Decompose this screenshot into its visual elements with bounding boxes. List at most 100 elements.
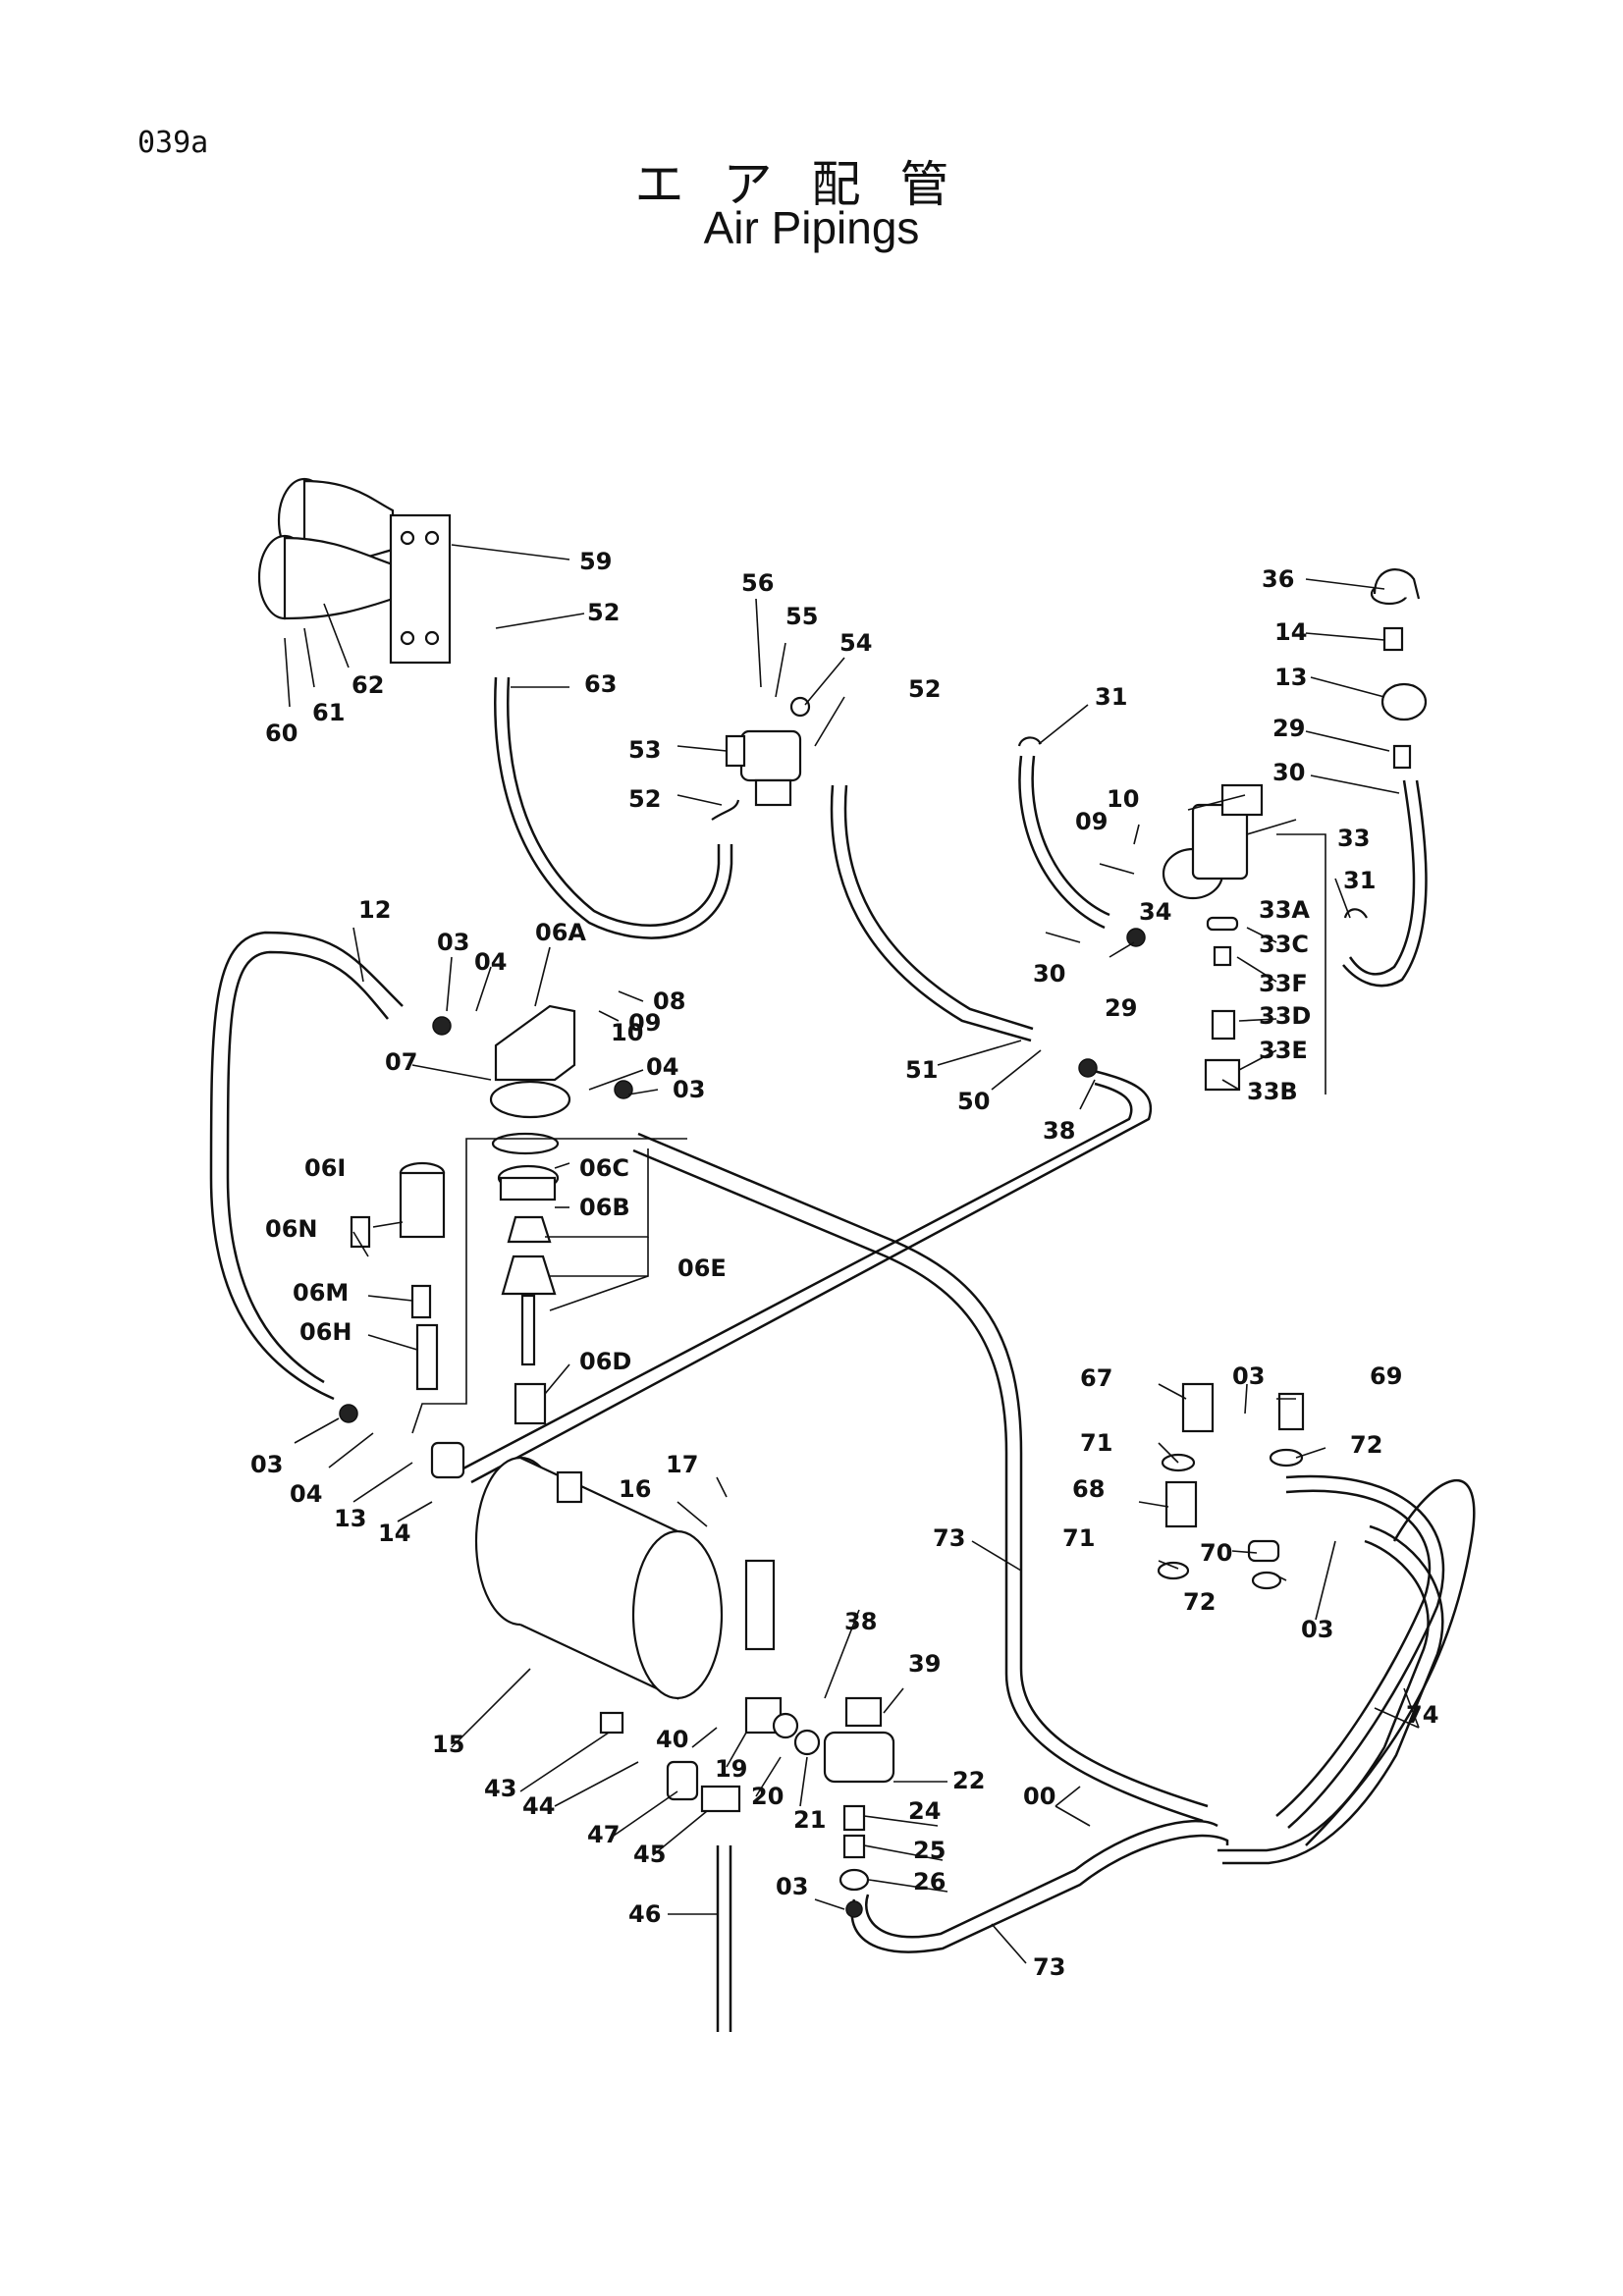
callout-label: 52 bbox=[908, 675, 941, 703]
callout-label: 40 bbox=[656, 1726, 688, 1753]
callout-label: 33E bbox=[1259, 1037, 1308, 1064]
air-tank bbox=[474, 1456, 776, 1700]
callout-label: 14 bbox=[378, 1520, 410, 1547]
callout-label: 44 bbox=[522, 1792, 555, 1820]
callout-label: 07 bbox=[385, 1048, 417, 1076]
callout-label: 59 bbox=[579, 548, 612, 575]
callout-label: 62 bbox=[352, 671, 384, 699]
callout-label: 12 bbox=[358, 896, 391, 924]
callout-label: 73 bbox=[933, 1524, 965, 1552]
callout-label: 03 bbox=[1301, 1616, 1333, 1643]
callout-label: 33B bbox=[1247, 1078, 1298, 1105]
callout-label: 47 bbox=[587, 1821, 620, 1848]
leader-lines bbox=[284, 544, 1420, 1964]
callout-label: 25 bbox=[913, 1837, 946, 1864]
callout-label: 33F bbox=[1259, 970, 1308, 997]
callout-label: 15 bbox=[432, 1731, 464, 1758]
callout-label: 04 bbox=[646, 1053, 678, 1081]
callout-label: 10 bbox=[611, 1019, 643, 1046]
callout-label: 19 bbox=[715, 1755, 747, 1783]
callout-label: 52 bbox=[628, 785, 661, 813]
callout-label: 06B bbox=[579, 1194, 630, 1221]
pressure-switch bbox=[823, 1731, 895, 1892]
callout-label: 33D bbox=[1259, 1002, 1311, 1030]
callout-label: 17 bbox=[666, 1451, 698, 1478]
callout-label: 03 bbox=[673, 1076, 705, 1103]
callout-label: 03 bbox=[776, 1873, 808, 1900]
callout-label: 06I bbox=[304, 1154, 346, 1182]
callout-label: 03 bbox=[1232, 1362, 1265, 1390]
callout-label: 68 bbox=[1072, 1475, 1105, 1503]
fittings bbox=[339, 568, 1428, 1918]
title-japanese: エア配管 bbox=[634, 156, 989, 213]
callout-label: 06A bbox=[535, 919, 586, 946]
callout-label: 46 bbox=[628, 1900, 661, 1928]
callout-label: 31 bbox=[1343, 867, 1376, 894]
callout-label: 63 bbox=[584, 670, 617, 698]
callout-label: 16 bbox=[619, 1475, 651, 1503]
callout-label: 09 bbox=[1075, 808, 1108, 835]
callout-label: 55 bbox=[785, 603, 818, 630]
callout-label: 60 bbox=[265, 720, 298, 747]
callout-label: 38 bbox=[1043, 1117, 1075, 1145]
parts bbox=[257, 477, 1428, 1918]
callout-label: 38 bbox=[844, 1608, 877, 1635]
callout-label: 72 bbox=[1350, 1431, 1382, 1459]
callout-label: 22 bbox=[952, 1767, 985, 1794]
callout-label: 21 bbox=[793, 1806, 826, 1834]
callout-label: 06E bbox=[677, 1255, 727, 1282]
callout-label: 43 bbox=[484, 1775, 516, 1802]
callout-label: 03 bbox=[437, 929, 469, 956]
callout-label: 10 bbox=[1107, 785, 1139, 813]
air-filter bbox=[350, 1004, 576, 1425]
callout-label: 51 bbox=[905, 1056, 938, 1084]
callout-label: 71 bbox=[1062, 1524, 1095, 1552]
callout-label: 13 bbox=[334, 1505, 366, 1532]
callout-label: 06H bbox=[299, 1318, 352, 1346]
callout-label: 34 bbox=[1139, 898, 1171, 926]
callout-label: 56 bbox=[741, 569, 774, 597]
callout-label: 69 bbox=[1370, 1362, 1402, 1390]
callout-label: 03 bbox=[250, 1451, 283, 1478]
horn-assembly bbox=[257, 477, 452, 665]
callout-label: 52 bbox=[587, 599, 620, 626]
callout-label: 45 bbox=[633, 1841, 666, 1868]
solenoid-valve bbox=[725, 696, 811, 807]
callout-label: 09 bbox=[628, 1009, 661, 1037]
callout-label: 20 bbox=[751, 1783, 784, 1810]
callout-label: 72 bbox=[1183, 1588, 1216, 1616]
callout-label: 00 bbox=[1023, 1783, 1055, 1810]
pipes bbox=[209, 676, 1476, 2032]
callout-label: 74 bbox=[1406, 1701, 1438, 1729]
callout-label: 14 bbox=[1274, 618, 1307, 646]
title-english: Air Pipings bbox=[703, 202, 920, 253]
pressure-regulator bbox=[1162, 783, 1264, 1092]
callout-label: 61 bbox=[312, 699, 345, 726]
callout-label: 50 bbox=[957, 1088, 990, 1115]
callout-label: 26 bbox=[913, 1868, 946, 1896]
callout-label: 33C bbox=[1259, 931, 1309, 958]
callout-label: 39 bbox=[908, 1650, 941, 1678]
callout-label: 73 bbox=[1033, 1953, 1065, 1981]
callout-label: 04 bbox=[290, 1480, 322, 1508]
callout-labels: 59 52 63 62 61 60 56 55 54 53 52 52 31 3… bbox=[250, 548, 1438, 1981]
callout-label: 06D bbox=[579, 1348, 631, 1375]
callout-label: 13 bbox=[1274, 664, 1307, 691]
callout-label: 04 bbox=[474, 948, 507, 976]
callout-label: 36 bbox=[1262, 565, 1294, 593]
callout-label: 24 bbox=[908, 1797, 941, 1825]
callout-label: 30 bbox=[1033, 960, 1065, 988]
callout-label: 30 bbox=[1272, 759, 1305, 786]
callout-label: 53 bbox=[628, 736, 661, 764]
callout-label: 06M bbox=[293, 1279, 349, 1307]
callout-label: 71 bbox=[1080, 1429, 1112, 1457]
callout-label: 06N bbox=[265, 1215, 317, 1243]
callout-label: 54 bbox=[839, 629, 872, 657]
callout-label: 70 bbox=[1200, 1539, 1232, 1567]
callout-label: 08 bbox=[653, 988, 685, 1015]
callout-label: 31 bbox=[1095, 683, 1127, 711]
callout-label: 29 bbox=[1272, 715, 1305, 742]
page-code: 039a bbox=[137, 126, 209, 160]
callout-label: 33A bbox=[1259, 896, 1310, 924]
